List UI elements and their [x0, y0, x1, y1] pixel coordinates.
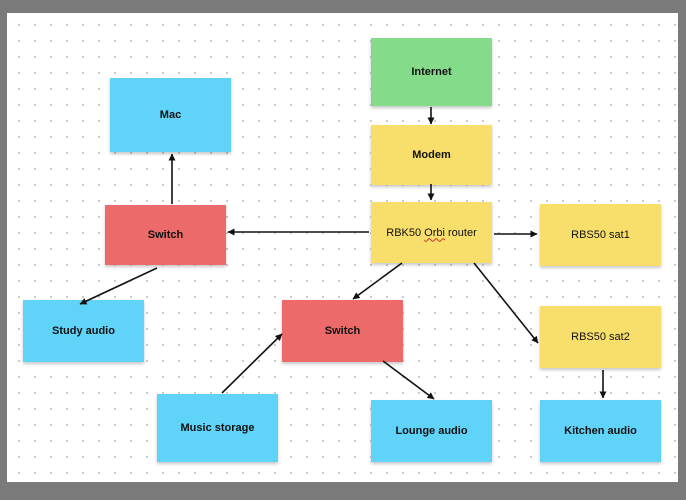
node-switch-center[interactable]: Switch — [282, 300, 403, 362]
node-mac-label: Mac — [159, 109, 182, 121]
router-label-orbi: Orbi — [424, 226, 445, 239]
node-music-storage[interactable]: Music storage — [157, 394, 278, 462]
node-internet[interactable]: Internet — [371, 38, 492, 106]
node-sat2[interactable]: RBS50 sat2 — [540, 306, 661, 368]
node-mac[interactable]: Mac — [110, 78, 231, 152]
node-study-audio[interactable]: Study audio — [23, 300, 144, 362]
node-modem-label: Modem — [412, 149, 451, 161]
node-lounge-audio-label: Lounge audio — [395, 425, 468, 437]
node-switch-center-label: Switch — [324, 325, 361, 337]
node-switch-left[interactable]: Switch — [105, 205, 226, 265]
node-music-storage-label: Music storage — [180, 422, 255, 434]
node-switch-left-label: Switch — [147, 229, 184, 241]
node-modem[interactable]: Modem — [371, 125, 492, 185]
node-lounge-audio[interactable]: Lounge audio — [371, 400, 492, 462]
node-internet-label: Internet — [411, 66, 452, 78]
node-sat1-label: RBS50 sat1 — [571, 229, 630, 241]
node-router-label: RBK50 Orbi router — [386, 227, 477, 239]
router-label-suffix: router — [444, 226, 477, 239]
node-kitchen-audio[interactable]: Kitchen audio — [540, 400, 661, 462]
router-label-prefix: RBK50 — [386, 226, 425, 239]
node-sat1[interactable]: RBS50 sat1 — [540, 204, 661, 266]
node-sat2-label: RBS50 sat2 — [571, 331, 630, 343]
node-router[interactable]: RBK50 Orbi router — [371, 202, 492, 263]
node-study-audio-label: Study audio — [52, 325, 115, 337]
node-kitchen-audio-label: Kitchen audio — [564, 425, 637, 437]
